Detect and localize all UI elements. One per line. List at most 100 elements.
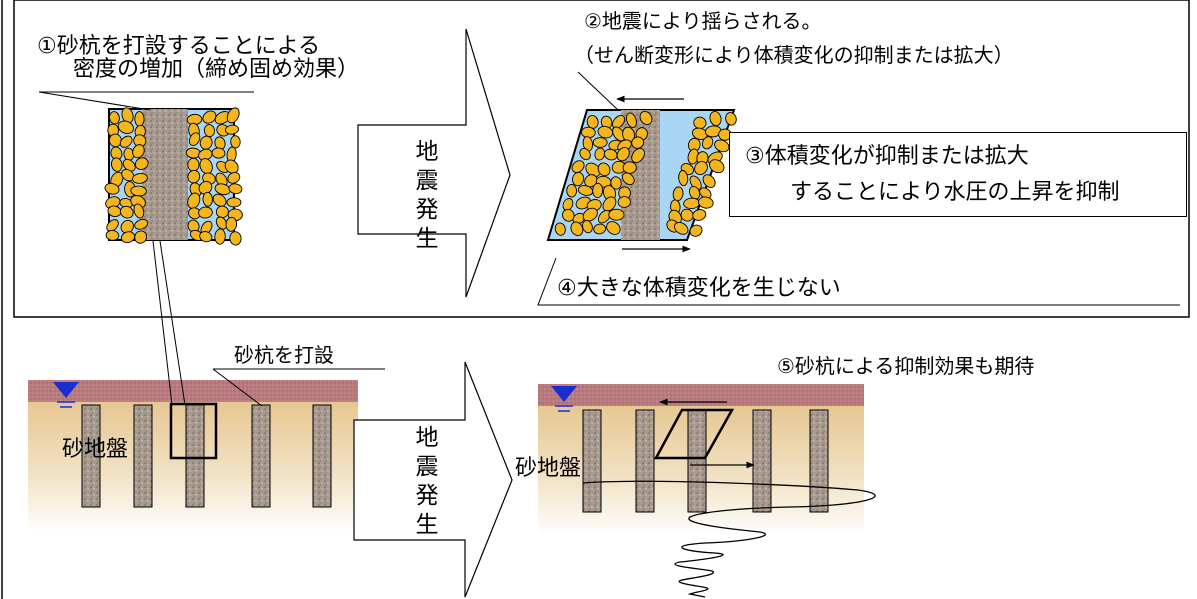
gravel-particle xyxy=(689,224,703,237)
gravel-particles xyxy=(554,110,737,237)
gravel-particle xyxy=(725,112,737,126)
gravel-particle xyxy=(230,135,241,149)
gravel-particle xyxy=(714,139,730,153)
sand-pile xyxy=(687,409,707,513)
gravel-particle xyxy=(133,134,147,148)
gravel-particle xyxy=(572,171,585,187)
gravel-particle xyxy=(571,160,585,174)
gravel-particle xyxy=(622,161,637,174)
gravel-particle xyxy=(592,182,604,199)
sand-pile xyxy=(251,404,271,508)
gravel-particle xyxy=(585,162,601,178)
gravel-particle xyxy=(586,114,599,129)
gravel-particle xyxy=(701,136,714,150)
gravel-particle xyxy=(608,208,625,221)
gravel-particle xyxy=(187,157,200,172)
gravel-particle xyxy=(691,127,708,141)
ground-label-right: 砂地盤 xyxy=(515,456,582,481)
sand-pile xyxy=(635,409,655,513)
gravel-particle xyxy=(119,135,133,148)
gravel-particle xyxy=(120,219,134,234)
closeup-frame xyxy=(169,402,218,460)
gravel-particle xyxy=(709,111,722,127)
gravel-particle xyxy=(203,124,215,138)
sand-pile xyxy=(312,404,332,508)
label4: ④大きな体積変化を生じない xyxy=(557,276,841,301)
gravel-particle xyxy=(199,231,213,243)
gravel-particle xyxy=(593,223,607,235)
gravel-particle xyxy=(606,221,621,235)
gravel-particle xyxy=(597,162,611,177)
gravel-particle xyxy=(132,173,148,184)
gravel-particle xyxy=(109,111,120,125)
gravel-particle xyxy=(199,135,213,150)
upper-earthquake-arrow xyxy=(357,28,511,298)
gravel-particle xyxy=(106,219,119,232)
gravel-particle xyxy=(579,147,591,161)
gravel-particle xyxy=(198,206,213,219)
gravel-particle xyxy=(212,193,227,207)
label3-box xyxy=(729,132,1187,217)
gravel-particle xyxy=(122,158,136,172)
gravel-particle xyxy=(225,216,238,232)
gravel-particle xyxy=(570,221,584,236)
gravel-particle xyxy=(119,205,134,219)
gravel-particle xyxy=(117,120,134,134)
gravel-particle xyxy=(104,183,120,195)
label5: ⑤砂杭による抑制効果も期待 xyxy=(777,354,1035,378)
gravel-particle xyxy=(105,229,120,241)
gravel-particle xyxy=(132,144,145,159)
gravel-particle xyxy=(226,197,242,208)
gravel-particle xyxy=(187,169,201,184)
pile-label-pointer xyxy=(212,368,263,407)
gravel-particle xyxy=(592,137,608,148)
water-table-icon xyxy=(551,386,577,402)
gravel-particle xyxy=(702,174,716,188)
gravel-particle xyxy=(202,191,213,207)
gravel-particle xyxy=(226,107,240,124)
ground-before xyxy=(28,380,358,532)
gravel-particle xyxy=(699,187,712,199)
gravel-particle xyxy=(626,112,637,128)
ground-label-left: 砂地盤 xyxy=(62,437,129,462)
gravel-particle xyxy=(228,183,243,195)
label4-leader-line xyxy=(537,257,1180,306)
gravel-particle xyxy=(562,208,575,222)
gravel-particles xyxy=(104,107,243,246)
upper-panel-frame xyxy=(13,0,1190,318)
gravel-particle xyxy=(616,147,630,162)
gravel-particle xyxy=(134,230,148,244)
gravel-particle xyxy=(597,209,611,224)
label1-line2: 密度の増加（締め固め効果） xyxy=(73,57,360,82)
sand-pile xyxy=(133,404,153,508)
gravel-particle xyxy=(631,148,645,164)
gravel-particle xyxy=(214,228,226,245)
sand-pile xyxy=(185,404,205,508)
gravel-particle xyxy=(694,161,708,175)
label2-leader-line xyxy=(577,71,619,111)
gravel-particle xyxy=(674,221,689,235)
sand-pile xyxy=(582,409,602,513)
pile-label: 砂杭を打設 xyxy=(234,343,334,367)
gravel-particle xyxy=(621,172,635,186)
gravel-particle xyxy=(134,218,149,230)
shear-parallelogram xyxy=(653,408,735,460)
label3-line2: することにより水圧の上昇を抑制 xyxy=(790,180,1120,205)
gravel-particle xyxy=(602,196,617,212)
gravel-particle xyxy=(120,231,136,244)
gravel-particle xyxy=(678,170,689,187)
gravel-particle xyxy=(134,111,145,127)
label1-line1: ①砂杭を打設することによる xyxy=(37,34,321,59)
gravel-particle xyxy=(697,196,714,209)
gravel-particle xyxy=(688,186,701,200)
gravel-particle xyxy=(631,136,645,149)
connector-line xyxy=(159,240,186,406)
label2-line2: （せん断変形により体積変化の抑制または拡大） xyxy=(574,43,1014,67)
gravel-particle xyxy=(639,110,653,126)
lower-arrow-label: 地震発生 xyxy=(415,425,439,538)
gravel-particle xyxy=(202,110,217,124)
gravel-particle xyxy=(211,147,226,159)
gravel-particle xyxy=(215,205,229,219)
gravel-particle xyxy=(617,196,631,208)
